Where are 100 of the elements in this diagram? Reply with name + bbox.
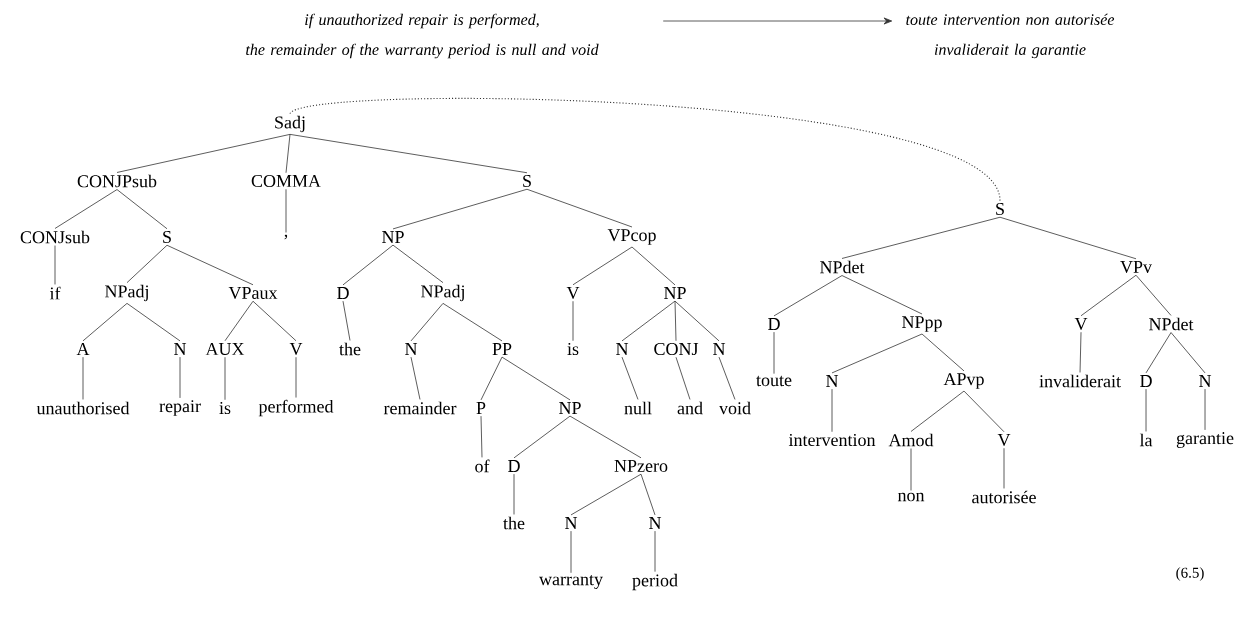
tree-branch [82,302,128,342]
tree-label: the [339,342,361,356]
tree-branch [289,133,528,174]
tree-label: N [616,343,629,355]
tree-branch [513,415,571,459]
tree-branch [1204,388,1206,431]
tree-label: autorisée [972,490,1036,504]
tree-branch [570,530,572,574]
tree-label: NPpp [902,316,942,332]
tree-branch [569,415,642,459]
tree-branch [342,300,351,341]
tree-branch [621,356,639,400]
tree-branch [675,356,691,400]
tree-label: invaliderait [1039,374,1121,388]
tree-branch [442,302,503,342]
tree-branch [480,415,483,458]
tree-label: non [897,492,925,502]
tree-branch [1170,332,1206,374]
tree-branch [1145,332,1172,374]
tree-label: garantie [1176,432,1234,448]
tree-label: S [163,230,171,244]
tree-label: period [632,573,678,591]
tree-label: VPv [1120,260,1152,274]
tree-branch [224,300,254,342]
tree-label: remainder [383,401,457,415]
tree-branch [841,275,923,315]
tree-branch [224,356,226,401]
tree-branch [295,356,297,398]
tree-label: NPadj [421,284,464,302]
tree-label: is [219,401,231,415]
tree-branch [718,356,736,400]
tree-label: V [1074,317,1088,331]
tree-label: the [503,516,525,530]
tree-branch [841,216,1001,259]
equation-number: (6.5) [1176,567,1204,581]
tree-label: D [508,460,520,472]
tree-branch [392,244,444,284]
tree-branch [501,356,571,401]
tree-branch [116,189,168,230]
tree-label: Amod [888,433,934,447]
tree-branch [126,302,181,342]
tree-label: VPaux [228,286,278,300]
tree-branch [342,244,394,286]
tree-label: PP [492,343,512,355]
tree-label: null [624,401,652,415]
tree-branch [1135,274,1172,316]
tree-branch [179,356,181,399]
tree-label: COMMA [251,174,321,188]
tree-branch [82,356,84,400]
tree-label: NPadj [105,284,148,302]
tree-label: CONJ [654,342,699,356]
tree-branch [285,133,291,174]
tree-branch [570,473,642,516]
tree-label: N [565,517,578,529]
tree-label: unauthorised [36,401,130,415]
tree-label: CONJsub [20,230,90,244]
tree-label: of [475,459,490,473]
tree-label: NP [664,287,686,299]
tree-label: if [49,286,61,300]
tree-label: N [405,343,418,355]
tree-branch [480,356,503,401]
tree-branch [54,189,118,229]
tree-branch [621,300,676,342]
tree-branch [999,216,1137,260]
tree-label: N [826,375,839,387]
tree-branch [1145,388,1147,432]
tree-label: performed [258,399,334,417]
sentence-text: toute intervention non autorisée invaliderait la garantie [906,13,1115,59]
tree-label: S [523,174,531,188]
tree-branch [513,473,515,515]
tree-label: D [1140,375,1152,387]
tree-branch [640,473,656,516]
tree-label: NP [559,402,581,414]
tree-label: CONJPsub [77,174,157,188]
arrow [662,17,893,25]
tree-branch [526,188,633,228]
tree-label: Sadj [275,115,305,133]
tree-label: N [713,343,726,355]
tree-branch [54,245,56,285]
tree-label: N [174,343,187,355]
tree-label: A [76,343,90,355]
tree-branch [654,530,656,573]
tree-branch [963,390,1005,433]
tree-label: NPzero [614,460,668,472]
tree-branch [831,333,923,374]
tree-label: VPcop [607,229,656,245]
tree-label: NPdet [1149,317,1194,331]
tree-label: N [649,517,662,529]
tree-label: toute [756,375,792,387]
tree-branch [674,300,720,342]
tree-branch [126,244,168,284]
tree-label: D [768,318,780,330]
tree-label: P [476,402,486,414]
tree-label: AUX [205,342,245,356]
tree-branch [1080,274,1137,317]
tree-label: D [337,287,349,299]
tree-branch [392,188,528,230]
tree-label: is [567,342,579,356]
sentence-text: if unauthorized repair is performed, the remainder of the warranty period is null and void [246,13,599,59]
tree-branch [252,300,297,342]
